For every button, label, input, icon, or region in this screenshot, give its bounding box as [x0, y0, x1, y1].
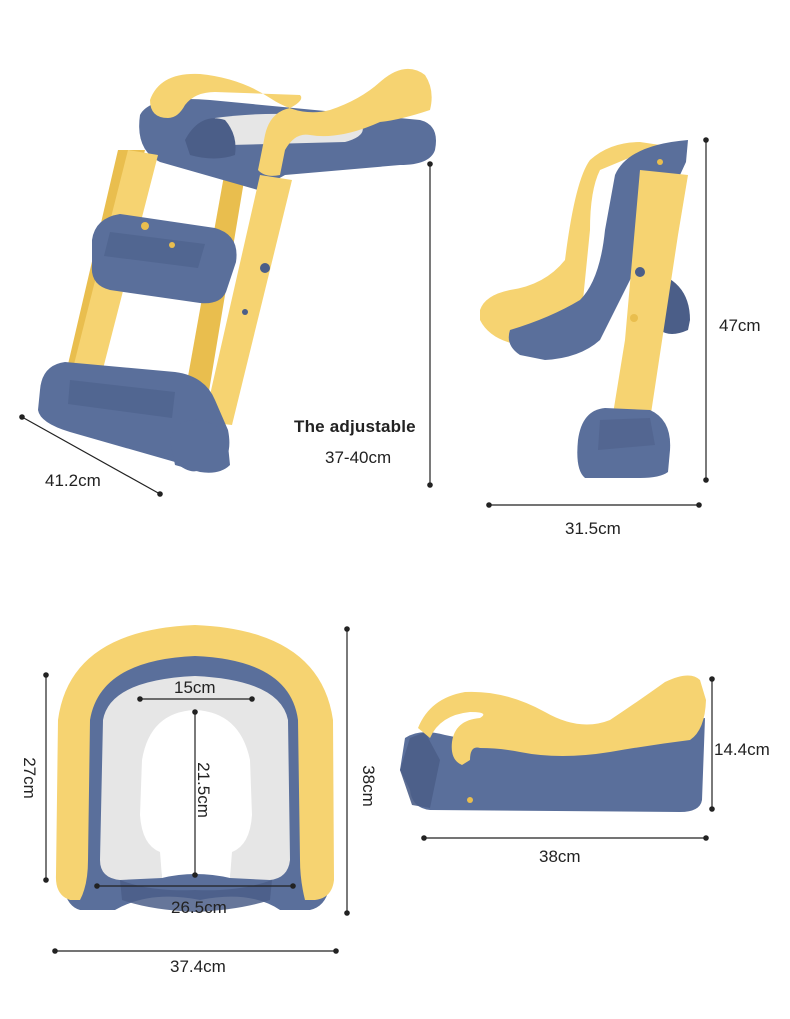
adjustable-height-dim-start-dot — [427, 161, 433, 167]
side-height-dim-start-dot — [703, 137, 709, 143]
opening-width-dim-start-dot — [137, 696, 143, 702]
inner-length-dim — [43, 672, 49, 883]
opening-length-dim-start-dot — [192, 709, 198, 715]
adjustable-height-dim-end-dot — [427, 482, 433, 488]
adjustable-range-label: 37-40cm — [325, 448, 392, 467]
front-width-dim-line — [21, 416, 161, 495]
seat-length-dim-start-dot — [421, 835, 427, 841]
inner-width-label: 26.5cm — [171, 898, 227, 917]
seat-length-dim-end-dot — [703, 835, 709, 841]
opening-width-label: 15cm — [174, 678, 216, 697]
front-width-dim — [19, 414, 163, 497]
outer-length-dim — [344, 626, 350, 916]
front-width-label: 41.2cm — [45, 471, 101, 490]
outer-width-dim-start-dot — [52, 948, 58, 954]
inner-length-label: 27cm — [20, 757, 39, 799]
side-depth-dim-end-dot — [696, 502, 702, 508]
inner-length-dim-end-dot — [43, 877, 49, 883]
inner-width-dim-start-dot — [94, 883, 100, 889]
outer-length-dim-end-dot — [344, 910, 350, 916]
seat-length-dim — [421, 835, 709, 841]
front-width-dim-start-dot — [19, 414, 25, 420]
dimension-lines — [19, 137, 715, 954]
side-view-ladder — [480, 140, 690, 478]
outer-length-label: 38cm — [359, 765, 378, 807]
side-height-dim-end-dot — [703, 477, 709, 483]
seat-height-dim-end-dot — [709, 806, 715, 812]
seat-length-label: 38cm — [539, 847, 581, 866]
seat-height-label: 14.4cm — [714, 740, 770, 759]
outer-width-dim — [52, 948, 339, 954]
inner-width-dim — [94, 883, 296, 889]
side-height-label: 47cm — [719, 316, 761, 335]
opening-width-dim — [137, 696, 255, 702]
seat-side-view — [400, 675, 706, 812]
side-depth-dim-start-dot — [486, 502, 492, 508]
opening-length-dim — [192, 709, 198, 878]
outer-length-dim-start-dot — [344, 626, 350, 632]
adjustable-height-dim — [427, 161, 433, 488]
opening-length-label: 21.5cm — [194, 762, 213, 818]
inner-length-dim-start-dot — [43, 672, 49, 678]
side-depth-label: 31.5cm — [565, 519, 621, 538]
opening-width-dim-end-dot — [249, 696, 255, 702]
opening-length-dim-end-dot — [192, 872, 198, 878]
side-height-dim — [703, 137, 709, 483]
seat-height-dim — [709, 676, 715, 812]
seat-height-dim-start-dot — [709, 676, 715, 682]
outer-width-dim-end-dot — [333, 948, 339, 954]
inner-width-dim-end-dot — [290, 883, 296, 889]
front-view-ladder — [38, 68, 436, 473]
outer-width-label: 37.4cm — [170, 957, 226, 976]
side-depth-dim — [486, 502, 702, 508]
adjustable-title: The adjustable — [294, 417, 416, 436]
front-width-dim-end-dot — [157, 491, 163, 497]
